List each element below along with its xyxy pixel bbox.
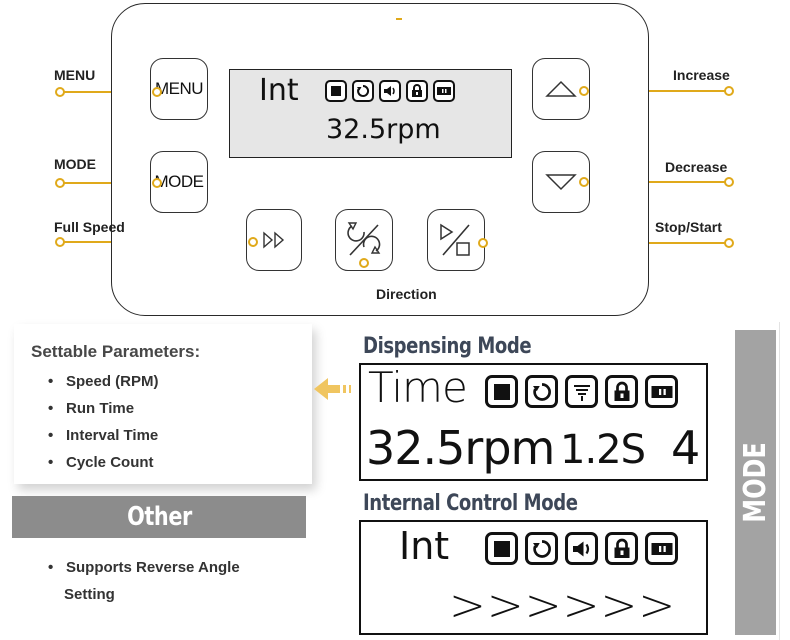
battery-icon — [645, 375, 678, 408]
increase-button[interactable] — [532, 58, 590, 120]
settable-parameters-card: Settable Parameters: Speed (RPM) Run Tim… — [14, 324, 312, 484]
full-speed-button[interactable] — [246, 209, 302, 271]
dispensing-count: 4 — [671, 421, 701, 475]
stop-square-icon — [325, 80, 347, 102]
decrease-button[interactable] — [532, 151, 590, 213]
list-item: Supports Reverse Angle — [48, 554, 240, 581]
fast-forward-icon — [263, 231, 285, 249]
list-item: Cycle Count — [48, 449, 159, 476]
panel-lcd-display: Int 32.5rpm — [229, 69, 512, 158]
callout-full-speed: Full Speed — [54, 219, 125, 235]
mode-button-label: MODE — [154, 172, 205, 191]
dispensing-mode-title: Dispensing Mode — [363, 334, 532, 359]
callout-direction: Direction — [376, 286, 437, 302]
dispensing-speed: 32.5rpm — [366, 421, 555, 475]
lcd-icon-row — [325, 80, 455, 102]
list-item-continued: Setting — [64, 586, 115, 603]
filter-icon — [565, 375, 598, 408]
mode-side-bar: MODE — [735, 330, 776, 635]
internal-arrows: >>>>>> — [449, 580, 677, 631]
callout-decrease: Decrease — [665, 159, 728, 175]
dispensing-lcd: Time 32.5rpm 1.2S 4 — [359, 363, 708, 481]
lock-icon — [605, 375, 638, 408]
side-bar-divider — [779, 322, 780, 640]
lcd-speed-value: 32.5rpm — [326, 114, 441, 145]
callout-menu: MENU — [54, 67, 96, 83]
callout-stop-start: Stop/Start — [655, 219, 722, 235]
panel-led-mark — [396, 18, 402, 20]
battery-icon — [645, 532, 678, 565]
settable-parameters-title: Settable Parameters: — [31, 342, 201, 361]
stop-start-button[interactable] — [427, 209, 485, 271]
rotate-icon — [525, 375, 558, 408]
other-section-header: Other — [12, 496, 306, 538]
speaker-icon — [379, 80, 401, 102]
list-item: Speed (RPM) — [48, 368, 159, 395]
list-item: Interval Time — [48, 422, 159, 449]
menu-button-label: MENU — [154, 79, 204, 98]
stop-square-icon — [485, 532, 518, 565]
internal-mode-title: Internal Control Mode — [363, 491, 578, 516]
speaker-icon — [565, 532, 598, 565]
lock-icon — [605, 532, 638, 565]
other-title: Other — [126, 502, 192, 532]
battery-icon — [433, 80, 455, 102]
internal-icon-row — [485, 532, 678, 565]
list-item: Run Time — [48, 395, 159, 422]
dispensing-label: Time — [368, 363, 468, 412]
direction-icon — [347, 222, 381, 256]
other-list: Supports Reverse Angle Setting — [48, 554, 240, 608]
left-arrow-icon — [314, 378, 351, 400]
internal-label: Int — [399, 524, 450, 568]
dispensing-icon-row — [485, 375, 678, 408]
rotate-icon — [525, 532, 558, 565]
callout-increase: Increase — [673, 67, 730, 83]
triangle-down-icon — [545, 174, 577, 191]
side-mode-label: MODE — [738, 442, 774, 523]
menu-button[interactable]: MENU — [150, 58, 208, 120]
stop-start-icon — [440, 223, 470, 256]
stop-square-icon — [485, 375, 518, 408]
internal-lcd: Int >>>>>> — [359, 520, 708, 635]
rotate-icon — [352, 80, 374, 102]
direction-button[interactable] — [335, 209, 393, 271]
triangle-up-icon — [545, 80, 577, 97]
callout-mode: MODE — [54, 156, 96, 172]
mode-button[interactable]: MODE — [150, 151, 208, 213]
lock-icon — [406, 80, 428, 102]
dispensing-time: 1.2S — [560, 427, 646, 473]
lcd-mode-label: Int — [259, 73, 299, 108]
settable-parameters-list: Speed (RPM) Run Time Interval Time Cycle… — [48, 368, 159, 476]
